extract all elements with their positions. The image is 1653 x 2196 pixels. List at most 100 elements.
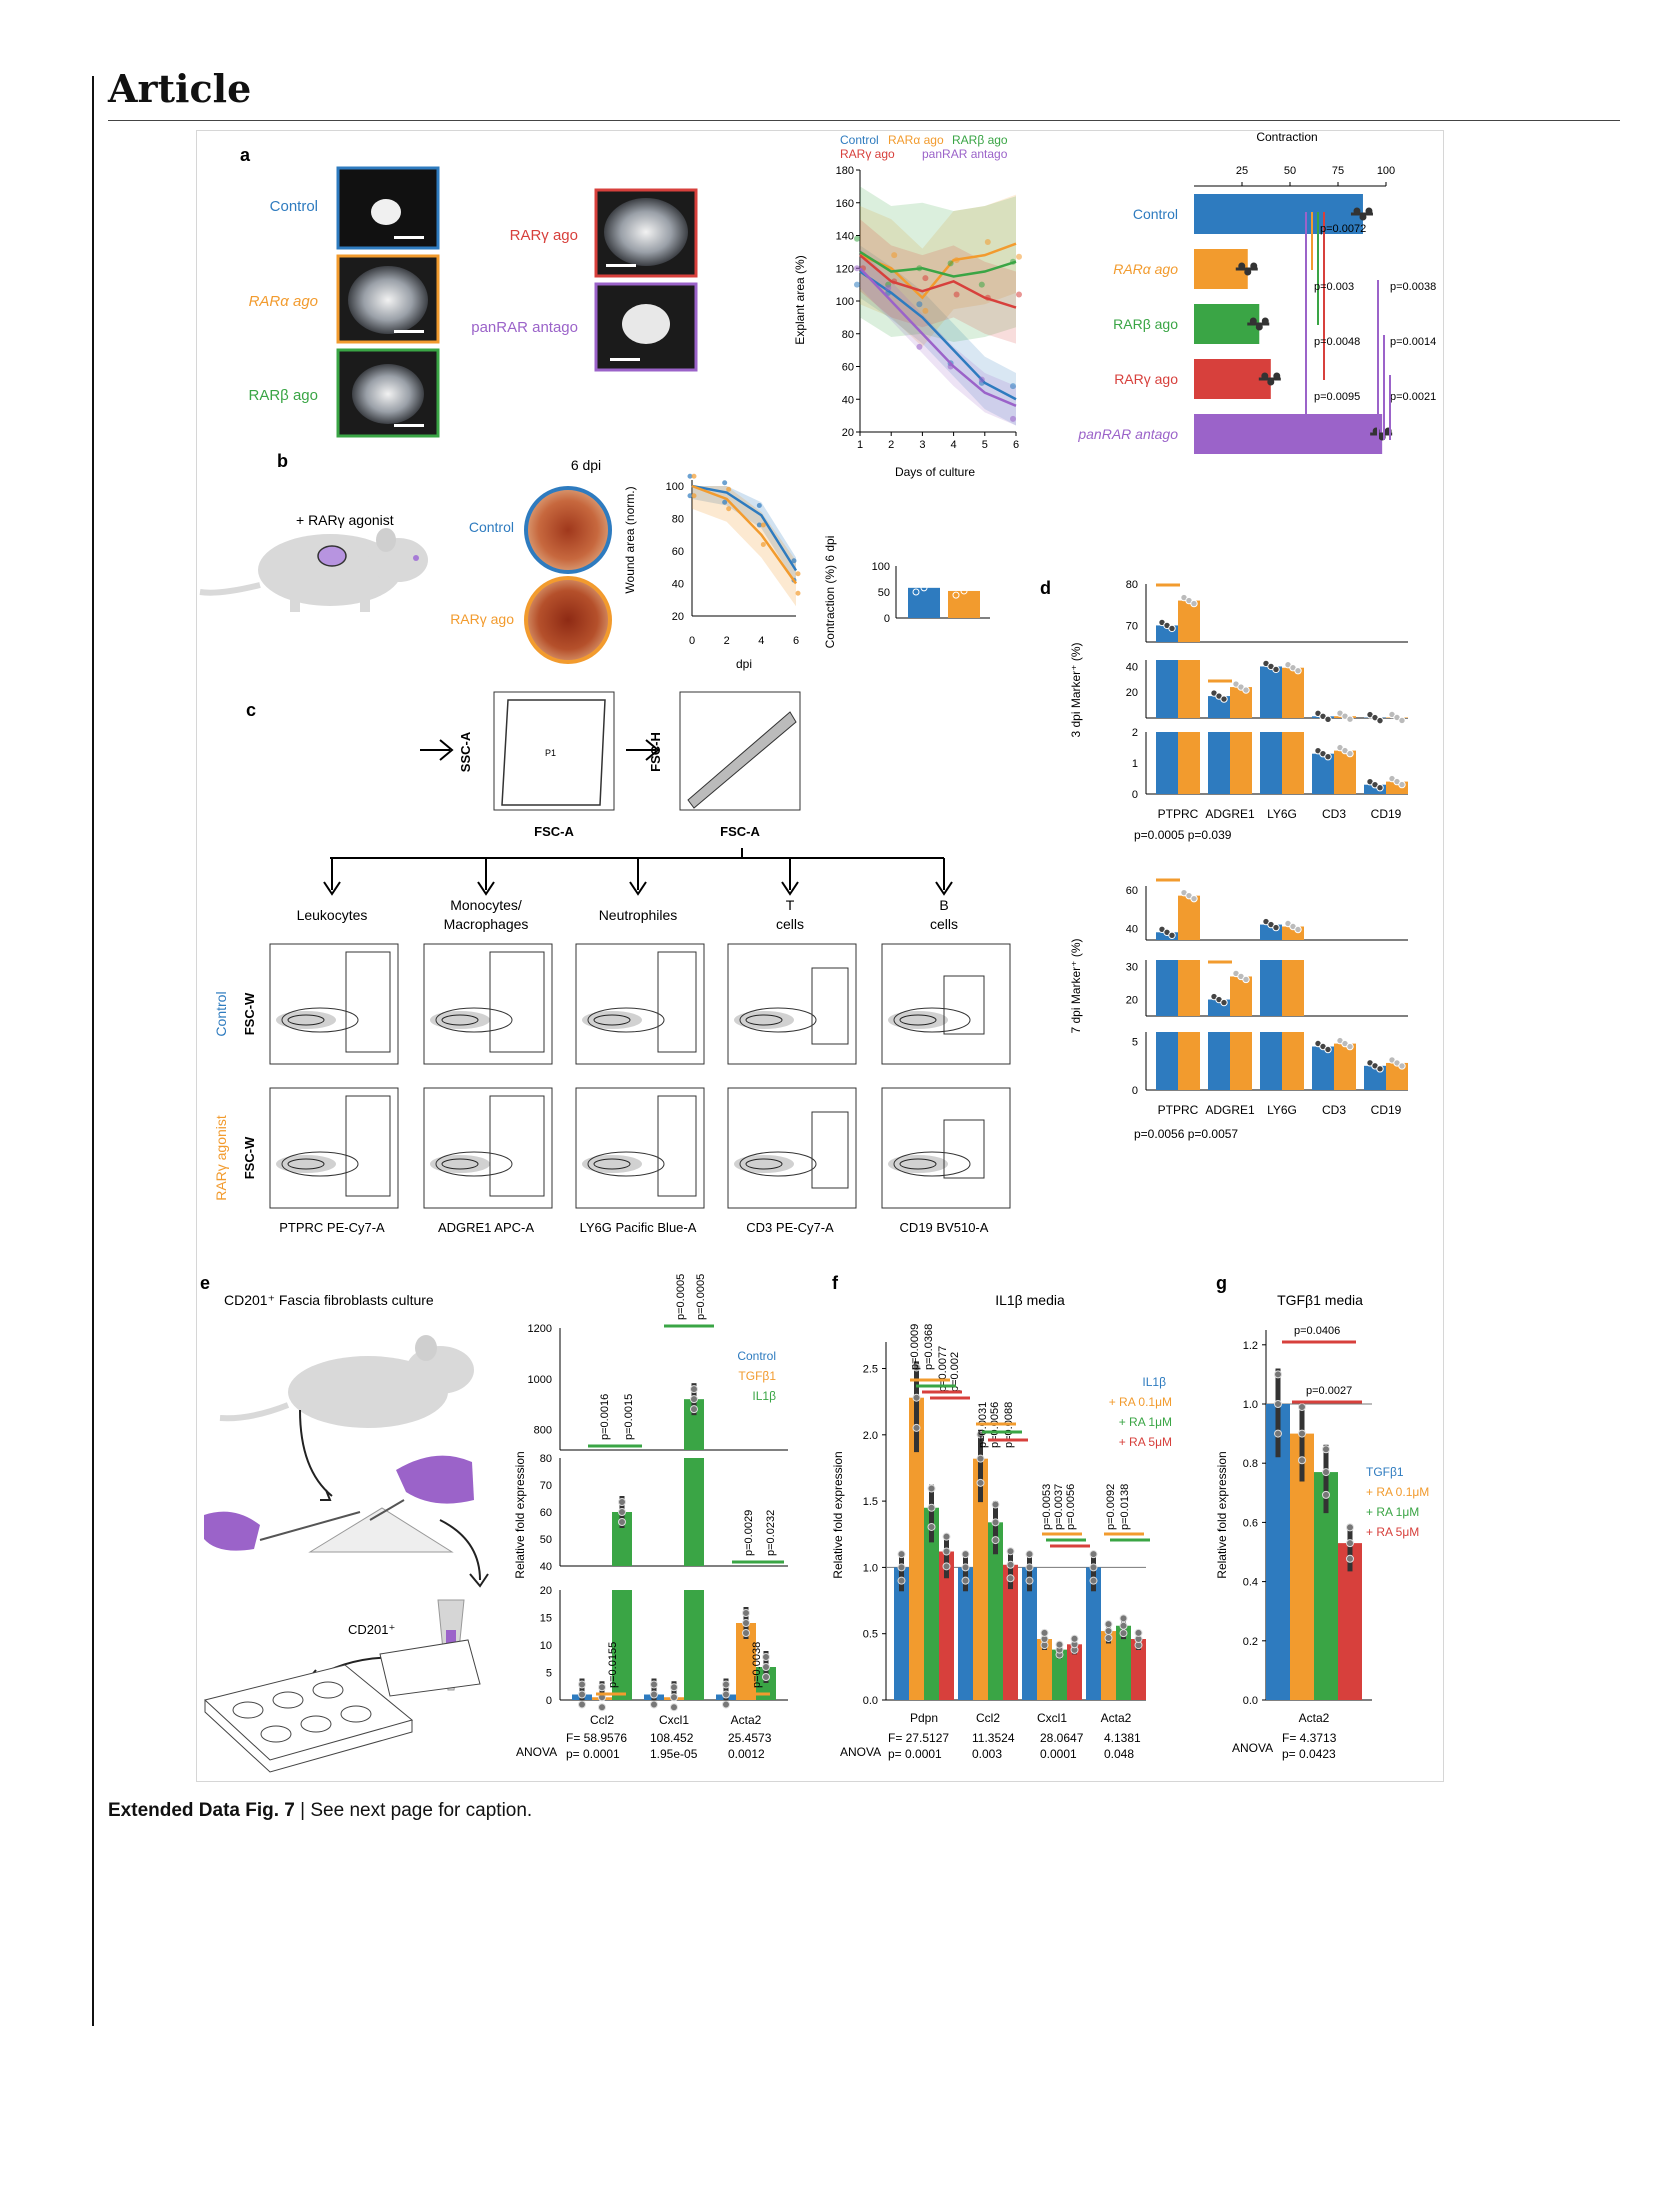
data-point bbox=[1119, 1629, 1128, 1638]
flow-gate bbox=[811, 1111, 849, 1189]
data-point bbox=[742, 1609, 750, 1617]
flow-contour bbox=[739, 1007, 817, 1033]
data-point bbox=[762, 1653, 770, 1661]
data-point bbox=[795, 590, 801, 596]
population-label: Macrophages bbox=[444, 916, 529, 932]
gate-ylabel-ssc: SSC-A bbox=[458, 731, 473, 772]
bar-PTPRC bbox=[1178, 600, 1200, 642]
bar-PTPRC bbox=[1156, 960, 1178, 1016]
y-tick-label: 60 bbox=[842, 362, 854, 374]
series-line-2 bbox=[859, 250, 1017, 278]
y-tick-label: 5 bbox=[546, 1668, 552, 1680]
y-tick-label: 0 bbox=[884, 613, 890, 625]
data-point bbox=[1322, 1445, 1330, 1454]
data-point bbox=[947, 260, 954, 267]
flow-density bbox=[888, 1155, 948, 1173]
data-point bbox=[1267, 378, 1275, 386]
category-label-4: panRAR antago bbox=[1077, 426, 1178, 442]
x-tick-label: ADGRE1 bbox=[1205, 807, 1255, 821]
data-point bbox=[991, 1500, 1000, 1509]
x-tick-label: LY6G bbox=[1267, 807, 1297, 821]
flow-plot bbox=[575, 1087, 705, 1209]
population-label: Neutrophiles bbox=[599, 907, 678, 923]
legend-g-2: + RA 1μM bbox=[1366, 1505, 1419, 1519]
data-point bbox=[760, 522, 766, 528]
x-tick-label: LY6G bbox=[1267, 1103, 1297, 1117]
flow-density bbox=[734, 1155, 794, 1173]
bar-LY6G bbox=[1260, 666, 1282, 718]
flow-gate bbox=[489, 1095, 545, 1197]
data-point bbox=[1010, 383, 1016, 390]
bar-PTPRC bbox=[1156, 732, 1178, 794]
image-label-rara: RARα ago bbox=[249, 293, 318, 310]
flow-plot bbox=[423, 943, 553, 1065]
series-band bbox=[860, 219, 1016, 344]
data-point bbox=[920, 584, 928, 592]
data-point bbox=[928, 580, 936, 588]
pvalue-label: p=0.002 bbox=[949, 1352, 961, 1392]
data-point bbox=[791, 558, 797, 564]
x-tick-label: 4 bbox=[951, 439, 957, 451]
pvalue-label: p=0.0056 bbox=[1065, 1484, 1077, 1530]
y-tick-label: 1.0 bbox=[1243, 1399, 1258, 1411]
bar-Acta2 bbox=[756, 1667, 776, 1700]
data-point bbox=[1322, 1468, 1330, 1477]
data-point bbox=[687, 473, 693, 479]
flow-contour bbox=[739, 1151, 817, 1177]
anova-e-p0: p= 0.0001 bbox=[566, 1747, 620, 1761]
legend-f-3: + RA 5μM bbox=[1119, 1435, 1172, 1449]
data-point bbox=[756, 503, 762, 508]
caption-text: See next page for caption. bbox=[310, 1800, 533, 1821]
data-point bbox=[578, 1690, 586, 1699]
y-tick-label: 800 bbox=[534, 1425, 552, 1437]
legend-control: Control bbox=[840, 133, 879, 147]
data-point bbox=[691, 473, 697, 479]
bar-ADGRE1 bbox=[1230, 732, 1252, 794]
row-ylabel: FSC-W bbox=[242, 992, 257, 1035]
data-point bbox=[912, 1393, 921, 1402]
data-point bbox=[722, 480, 728, 486]
flow-contour bbox=[899, 1158, 937, 1170]
flow-contour bbox=[745, 1014, 783, 1026]
data-point bbox=[690, 1395, 698, 1404]
wound-photo-control bbox=[524, 486, 612, 574]
anova-f-p2: 0.0001 bbox=[1040, 1747, 1077, 1761]
y-tick-label: 70 bbox=[1126, 620, 1138, 632]
series-band bbox=[860, 186, 1016, 342]
explant-xlabel: Days of culture bbox=[895, 465, 975, 479]
bar-PTPRC bbox=[1178, 732, 1200, 794]
data-point bbox=[942, 1562, 951, 1571]
flow-gate bbox=[657, 1095, 697, 1197]
wound-label-rarg: RARγ ago bbox=[450, 611, 514, 627]
y-tick-label: 80 bbox=[842, 329, 854, 341]
data-point bbox=[1010, 258, 1016, 265]
il1b-legend: IL1β + RA 0.1μM + RA 1μM + RA 5μM bbox=[1109, 1375, 1172, 1449]
data-point bbox=[726, 506, 732, 512]
contraction-pvalues: p=0.0072 p=0.003 p=0.0038 p=0.0048 p=0.0… bbox=[1305, 212, 1436, 440]
data-point bbox=[1242, 686, 1250, 694]
data-point bbox=[1104, 1620, 1113, 1629]
data-point bbox=[897, 1563, 906, 1572]
data-point bbox=[891, 252, 898, 259]
x-tick-label: 50 bbox=[1284, 165, 1296, 177]
bar-Ccl2 bbox=[958, 1567, 973, 1700]
data-point bbox=[1070, 1634, 1079, 1643]
image-label-panrar: panRAR antago bbox=[471, 319, 578, 336]
data-point bbox=[742, 1619, 750, 1627]
population-label: Monocytes/ bbox=[450, 897, 522, 913]
fibroblast-ylabel: Relative fold expression bbox=[513, 1451, 527, 1578]
bar-CD3 bbox=[1334, 750, 1356, 794]
population-label: Leukocytes bbox=[297, 907, 368, 923]
data-point bbox=[961, 1576, 970, 1585]
legend-rarb: RARβ ago bbox=[952, 133, 1008, 147]
x-tick-label: CD19 bbox=[1371, 1103, 1402, 1117]
y-tick-label: 0.6 bbox=[1243, 1517, 1258, 1529]
x-tick-label: Acta2 bbox=[731, 1713, 762, 1727]
x-tick-label: Cxcl1 bbox=[659, 1713, 689, 1727]
y-tick-label: 0 bbox=[1132, 1085, 1138, 1097]
data-point bbox=[1244, 268, 1252, 276]
data-point bbox=[947, 363, 954, 370]
flow-contour bbox=[899, 1014, 937, 1026]
